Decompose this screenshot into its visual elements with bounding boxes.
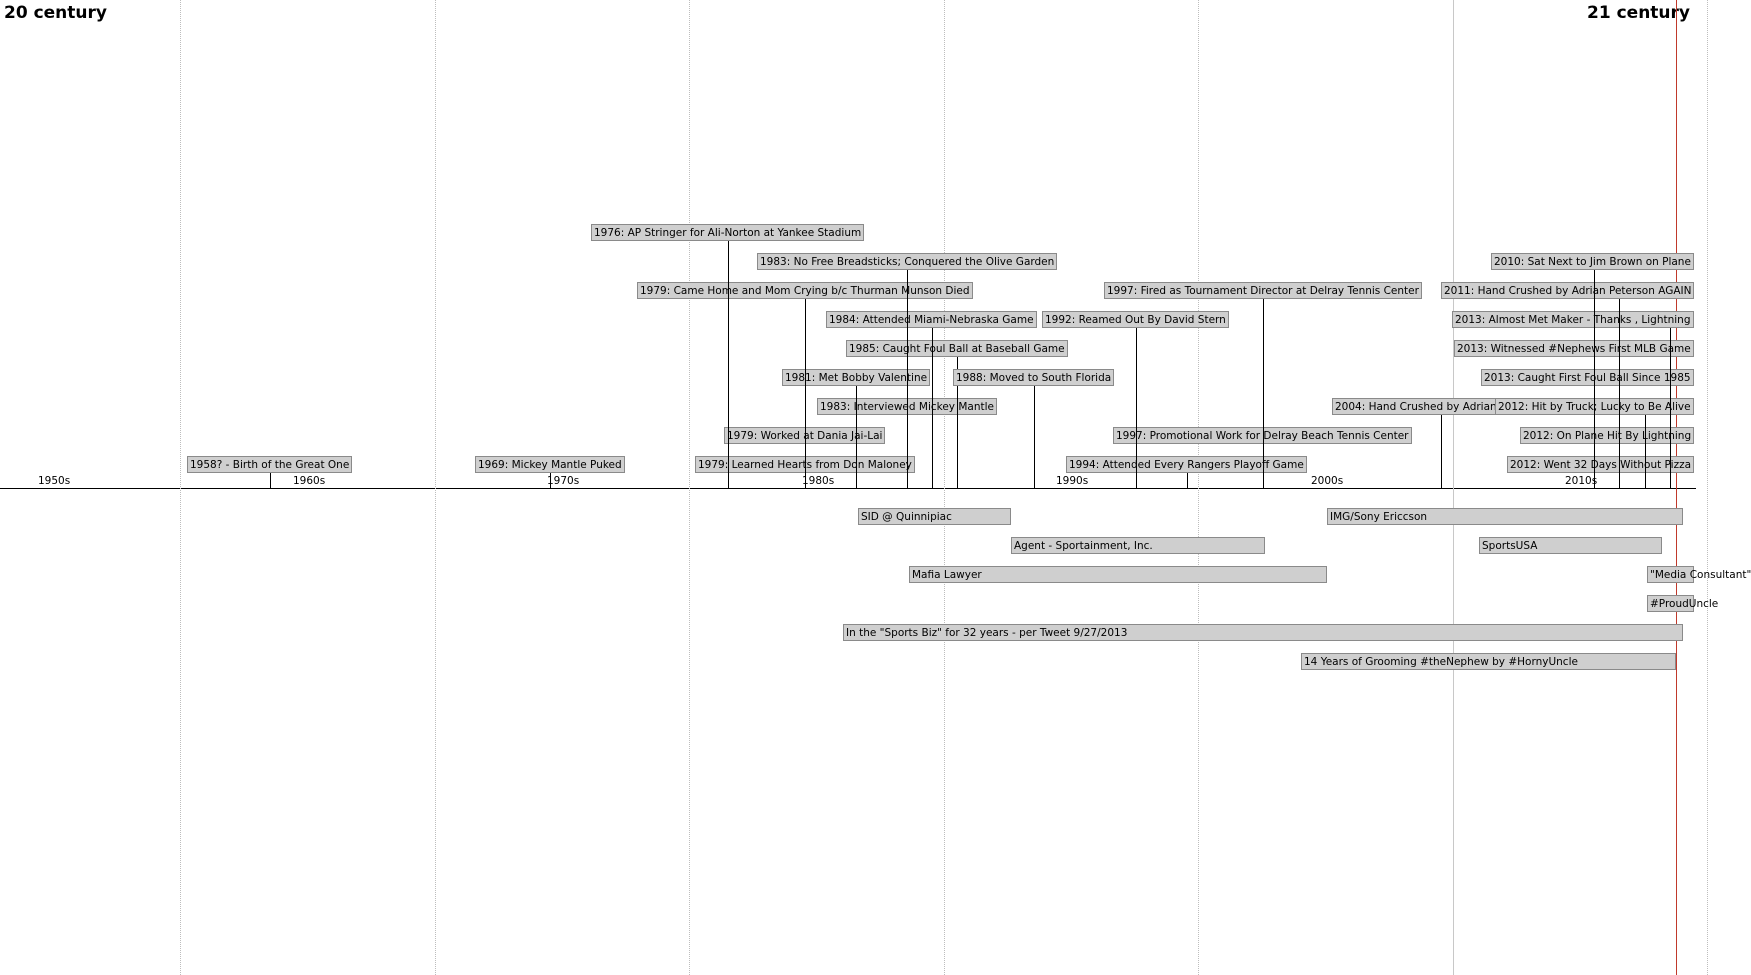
event-label[interactable]: 2010: Sat Next to Jim Brown on Plane [1491, 253, 1694, 270]
event-connector [1136, 328, 1137, 488]
event-connector [728, 241, 729, 488]
event-tick [805, 480, 806, 488]
period-bar[interactable]: In the "Sports Biz" for 32 years - per T… [843, 624, 1683, 641]
decade-gridline [180, 0, 181, 975]
event-label[interactable]: 1979: Learned Hearts from Don Maloney [695, 456, 915, 473]
event-label[interactable]: 2004: Hand Crushed by Adrian Peterson [1332, 398, 1549, 415]
event-connector [1645, 415, 1646, 488]
event-connector [1670, 328, 1671, 488]
event-label[interactable]: 1976: AP Stringer for Ali-Norton at Yank… [591, 224, 865, 241]
event-connector [907, 270, 908, 488]
event-label[interactable]: 2013: Almost Met Maker - Thanks , Lightn… [1452, 311, 1694, 328]
event-tick [1594, 480, 1595, 488]
event-label[interactable]: 1983: No Free Breadsticks; Conquered the… [757, 253, 1058, 270]
event-connector [856, 386, 857, 488]
period-bar[interactable]: SportsUSA [1479, 537, 1662, 554]
event-connector [1263, 299, 1264, 488]
decade-gridline [435, 0, 436, 975]
event-label[interactable]: 1958? - Birth of the Great One [187, 456, 353, 473]
event-tick [1034, 480, 1035, 488]
decade-gridline [944, 0, 945, 975]
decade-label: 1990s [1056, 475, 1089, 487]
decade-gridline [1707, 0, 1708, 975]
event-label[interactable]: 1969: Mickey Mantle Puked [475, 456, 625, 473]
period-bar[interactable]: "Media Consultant" [1647, 566, 1751, 583]
decade-label: 2010s [1565, 475, 1598, 487]
event-connector [932, 328, 933, 488]
event-connector [1594, 270, 1595, 488]
event-tick [1136, 480, 1137, 488]
event-label[interactable]: 2013: Witnessed #Nephews First MLB Game [1454, 340, 1694, 357]
event-label[interactable]: 1992: Reamed Out By David Stern [1042, 311, 1229, 328]
current-date-line [1676, 0, 1677, 975]
event-label[interactable]: 2013: Caught First Foul Ball Since 1985 [1481, 369, 1694, 386]
period-bar[interactable]: Agent - Sportainment, Inc. [1011, 537, 1265, 554]
century-label-left: 20 century [4, 3, 107, 23]
event-tick [1441, 480, 1442, 488]
event-tick [1670, 480, 1671, 488]
event-label[interactable]: 2012: On Plane Hit By Lightning [1520, 427, 1695, 444]
event-connector [957, 357, 958, 488]
event-label[interactable]: 1979: Worked at Dania Jai-Lai [724, 427, 886, 444]
timeline-axis [0, 488, 1696, 489]
event-connector [805, 299, 806, 488]
decade-label: 1970s [547, 475, 580, 487]
decade-gridline [689, 0, 690, 975]
decade-label: 1950s [38, 475, 71, 487]
event-tick [907, 480, 908, 488]
event-tick [550, 480, 551, 488]
period-bar[interactable]: #ProudUncle [1647, 595, 1718, 612]
event-label[interactable]: 2011: Hand Crushed by Adrian Peterson AG… [1441, 282, 1695, 299]
period-bar[interactable]: Mafia Lawyer [909, 566, 1327, 583]
event-tick [932, 480, 933, 488]
event-connector [1441, 415, 1442, 488]
event-label[interactable]: 1979: Came Home and Mom Crying b/c Thurm… [637, 282, 973, 299]
decade-gridline [1198, 0, 1199, 975]
event-label[interactable]: 1984: Attended Miami-Nebraska Game [826, 311, 1037, 328]
event-label[interactable]: 1985: Caught Foul Ball at Baseball Game [846, 340, 1068, 357]
event-label[interactable]: 2012: Went 32 Days Without Pizza [1507, 456, 1695, 473]
event-tick [728, 480, 729, 488]
event-tick [270, 480, 271, 488]
event-tick [1645, 480, 1646, 488]
event-label[interactable]: 1997: Promotional Work for Delray Beach … [1113, 427, 1412, 444]
event-tick [1619, 480, 1620, 488]
event-tick [1263, 480, 1264, 488]
event-tick [1187, 480, 1188, 488]
decade-gridline [1453, 0, 1454, 975]
period-bar[interactable]: SID @ Quinnipiac [858, 508, 1011, 525]
event-label[interactable]: 1981: Met Bobby Valentine [782, 369, 931, 386]
event-tick [957, 480, 958, 488]
event-label[interactable]: 1988: Moved to South Florida [953, 369, 1115, 386]
event-label[interactable]: 1994: Attended Every Rangers Playoff Gam… [1066, 456, 1307, 473]
event-tick [856, 480, 857, 488]
event-connector [1034, 386, 1035, 488]
decade-label: 2000s [1311, 475, 1344, 487]
decade-label: 1960s [293, 475, 326, 487]
event-connector [1619, 299, 1620, 488]
period-bar[interactable]: IMG/Sony Ericcson [1327, 508, 1683, 525]
period-bar[interactable]: 14 Years of Grooming #theNephew by #Horn… [1301, 653, 1676, 670]
event-label[interactable]: 1997: Fired as Tournament Director at De… [1104, 282, 1422, 299]
decade-label: 1980s [802, 475, 835, 487]
century-label-right: 21 century [1587, 3, 1690, 23]
